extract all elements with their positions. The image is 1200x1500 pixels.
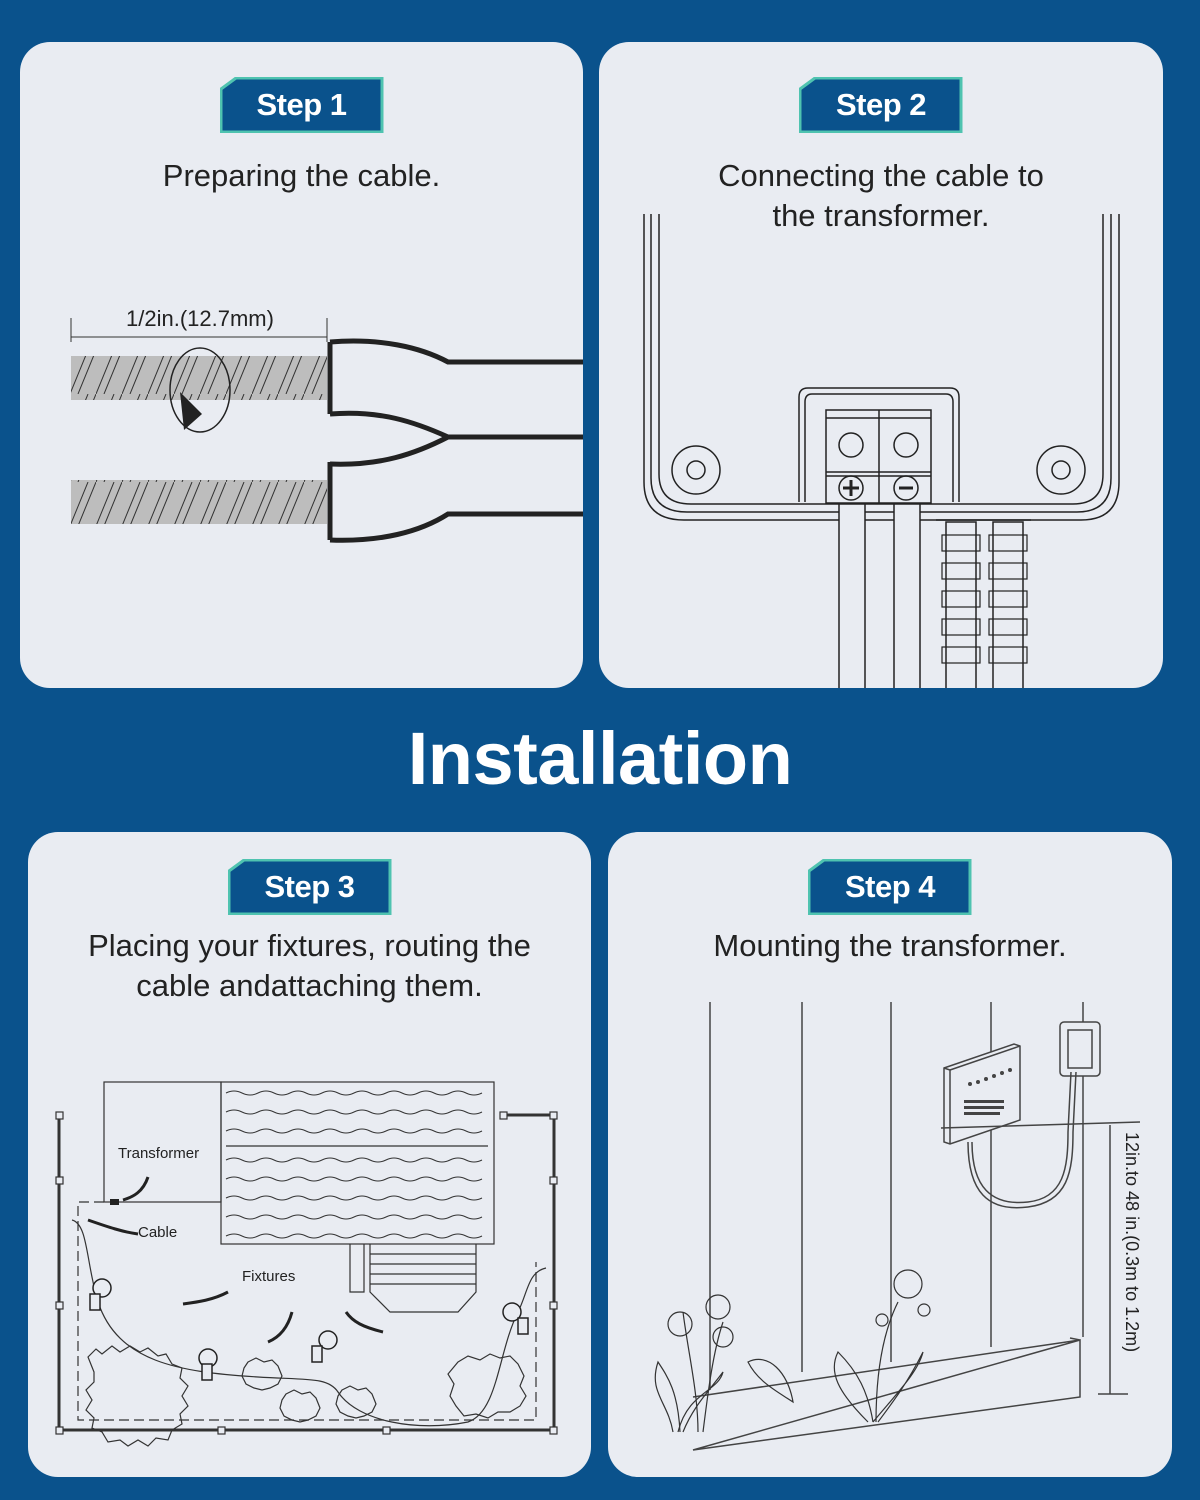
step-1-description-line: Preparing the cable. bbox=[162, 158, 441, 193]
step-3-description-line: cable andattaching them. bbox=[136, 968, 483, 1003]
negative-terminal-icon bbox=[893, 475, 919, 501]
step-1-description: Preparing the cable. bbox=[20, 156, 583, 196]
badge-shape bbox=[799, 77, 963, 133]
wall-mount-illustration: 12in.to 48 in.(0.3m to 1.2m) bbox=[654, 1002, 1142, 1451]
mount-hole-right bbox=[1036, 445, 1086, 495]
step-1-badge: Step 1 bbox=[219, 77, 384, 133]
bush bbox=[85, 1345, 189, 1447]
step-3-card: Step 3 Placing your fixtures, routing th… bbox=[28, 832, 591, 1477]
transformer-label: Transformer bbox=[118, 1145, 199, 1162]
step-2-description-line: Connecting the cable to bbox=[718, 158, 1044, 193]
transformer-terminal-illustration bbox=[643, 214, 1120, 688]
bush bbox=[447, 1353, 527, 1419]
transformer-marker bbox=[110, 1199, 119, 1205]
page-title: Installation bbox=[407, 717, 793, 800]
fixtures-label: Fixtures bbox=[242, 1268, 295, 1285]
step-3-badge-label: Step 3 bbox=[264, 869, 355, 904]
step-2-description-line: the transformer. bbox=[772, 198, 990, 233]
callout-arrows bbox=[87, 1176, 384, 1344]
step-3-description-line: Placing your fixtures, routing the bbox=[88, 928, 531, 963]
step-4-badge: Step 4 bbox=[808, 859, 972, 915]
strip-length-label: 1/2in.(12.7mm) bbox=[126, 306, 274, 331]
step-4-badge-label: Step 4 bbox=[844, 869, 936, 904]
transformer-box bbox=[943, 1043, 1021, 1145]
planter-box bbox=[692, 1337, 1081, 1451]
cable-strip-illustration: 1/2in.(12.7mm) bbox=[70, 306, 583, 543]
step-1-card: Step 1 Preparing the cable. 1/2in.(12.7m… bbox=[20, 42, 583, 688]
transformer-label-detail bbox=[964, 1068, 1012, 1115]
step-4-card: Step 4 Mounting the transformer. bbox=[608, 832, 1172, 1477]
positive-wire bbox=[838, 503, 866, 688]
cable-label: Cable bbox=[138, 1224, 177, 1241]
badge-shape bbox=[808, 859, 972, 915]
step-3-description: Placing your fixtures, routing the cable… bbox=[28, 926, 591, 1006]
positive-terminal-icon bbox=[838, 475, 864, 501]
step-3-badge: Step 3 bbox=[227, 859, 392, 915]
plants bbox=[654, 1269, 931, 1433]
cable-conduit bbox=[941, 534, 1028, 664]
fixture-icon bbox=[198, 1348, 218, 1381]
yard-layout-illustration: Transformer Cable Fixtures bbox=[55, 1081, 558, 1447]
mount-hole-left bbox=[671, 445, 721, 495]
fixture-icon bbox=[502, 1302, 529, 1335]
bush bbox=[241, 1357, 283, 1391]
fence bbox=[57, 1115, 556, 1432]
step-2-card: Step 2 Connecting the cable to the trans… bbox=[599, 42, 1163, 688]
step-2-badge: Step 2 bbox=[799, 77, 963, 133]
garage bbox=[103, 1081, 222, 1203]
fixture-icon bbox=[89, 1278, 112, 1311]
step-4-description: Mounting the transformer. bbox=[608, 926, 1172, 966]
twist-arrow-icon bbox=[169, 347, 231, 433]
bush bbox=[279, 1389, 321, 1423]
step-2-description: Connecting the cable to the transformer. bbox=[599, 156, 1163, 236]
wall-outlet bbox=[1059, 1021, 1101, 1077]
badge-shape bbox=[227, 859, 391, 915]
fixture-icon bbox=[311, 1330, 338, 1363]
badge-shape bbox=[219, 77, 383, 133]
negative-wire bbox=[893, 503, 921, 688]
step-2-badge-label: Step 2 bbox=[835, 87, 927, 122]
roof-shingles bbox=[225, 1090, 483, 1239]
step-4-description-line: Mounting the transformer. bbox=[713, 928, 1067, 963]
mount-height-label: 12in.to 48 in.(0.3m to 1.2m) bbox=[1122, 1132, 1142, 1352]
house bbox=[220, 1081, 495, 1245]
step-1-badge-label: Step 1 bbox=[256, 87, 347, 122]
bush bbox=[335, 1385, 377, 1419]
